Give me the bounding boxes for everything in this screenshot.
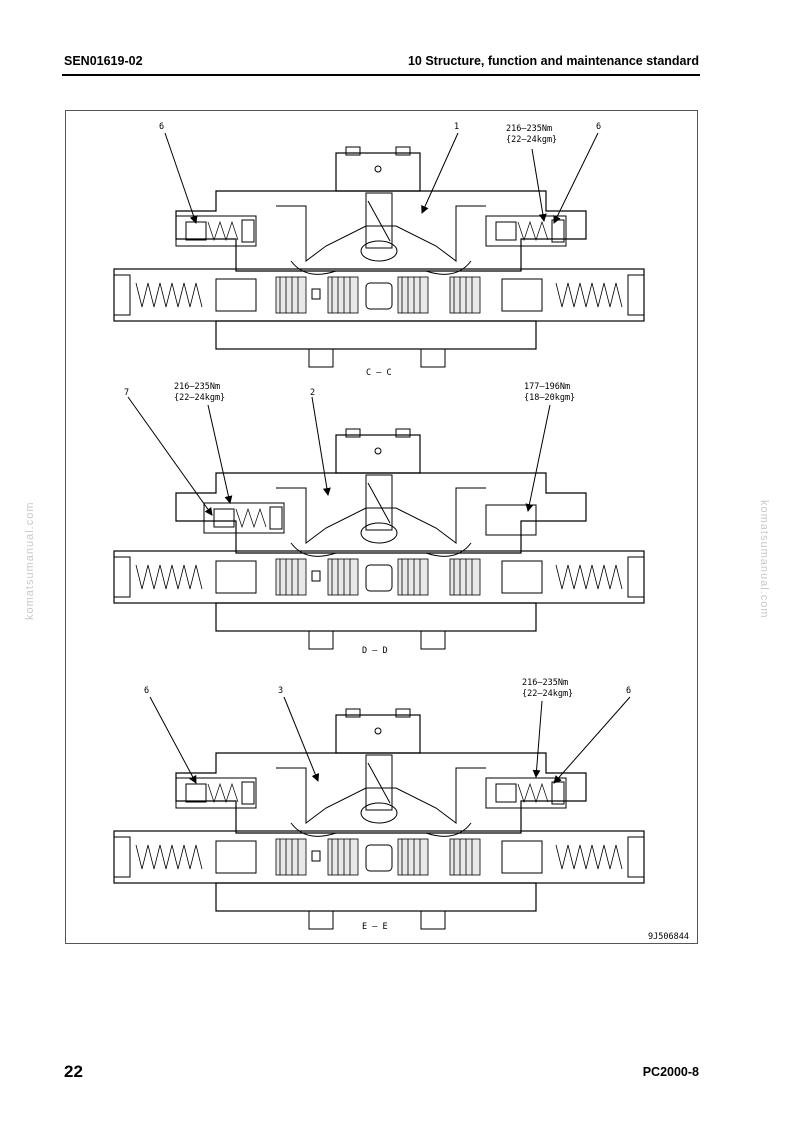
torque-dd-left-kgm: {22–24kgm} xyxy=(174,393,225,403)
section-title: 10 Structure, function and maintenance s… xyxy=(407,54,699,68)
torque-cc: 216–235Nm xyxy=(506,124,552,134)
callout-3: 3 xyxy=(278,686,283,696)
section-label-ee: E – E xyxy=(362,922,388,932)
header-rule xyxy=(62,74,700,76)
document-code: SEN01619-02 xyxy=(64,54,143,68)
callout-1: 1 xyxy=(454,122,459,132)
callout-7: 7 xyxy=(124,388,129,398)
watermark-right: komatsumanual.com xyxy=(758,500,770,619)
torque-dd-left: 216–235Nm xyxy=(174,382,220,392)
model-name: PC2000-8 xyxy=(642,1065,699,1079)
torque-ee-kgm: {22–24kgm} xyxy=(522,689,573,699)
torque-dd-right-kgm: {18–20kgm} xyxy=(524,393,575,403)
torque-ee: 216–235Nm xyxy=(522,678,568,688)
watermark-left: komatsumanual.com xyxy=(24,501,36,621)
callout-6-cc-right: 6 xyxy=(596,122,601,132)
section-label-cc: C – C xyxy=(366,368,392,378)
section-label-dd: D – D xyxy=(362,646,388,656)
figure-code: 9J506844 xyxy=(648,932,689,942)
torque-cc-kgm: {22–24kgm} xyxy=(506,135,557,145)
callout-6-cc-left: 6 xyxy=(159,122,164,132)
page-number: 22 xyxy=(64,1062,83,1081)
callout-2: 2 xyxy=(310,388,315,398)
valve-cross-section-figure: 6 1 6 216–235Nm {22–24kgm} C – C 7 2 216… xyxy=(65,110,698,944)
callout-6-ee-left: 6 xyxy=(144,686,149,696)
callout-6-ee-right: 6 xyxy=(626,686,631,696)
torque-dd-right: 177–196Nm xyxy=(524,382,570,392)
